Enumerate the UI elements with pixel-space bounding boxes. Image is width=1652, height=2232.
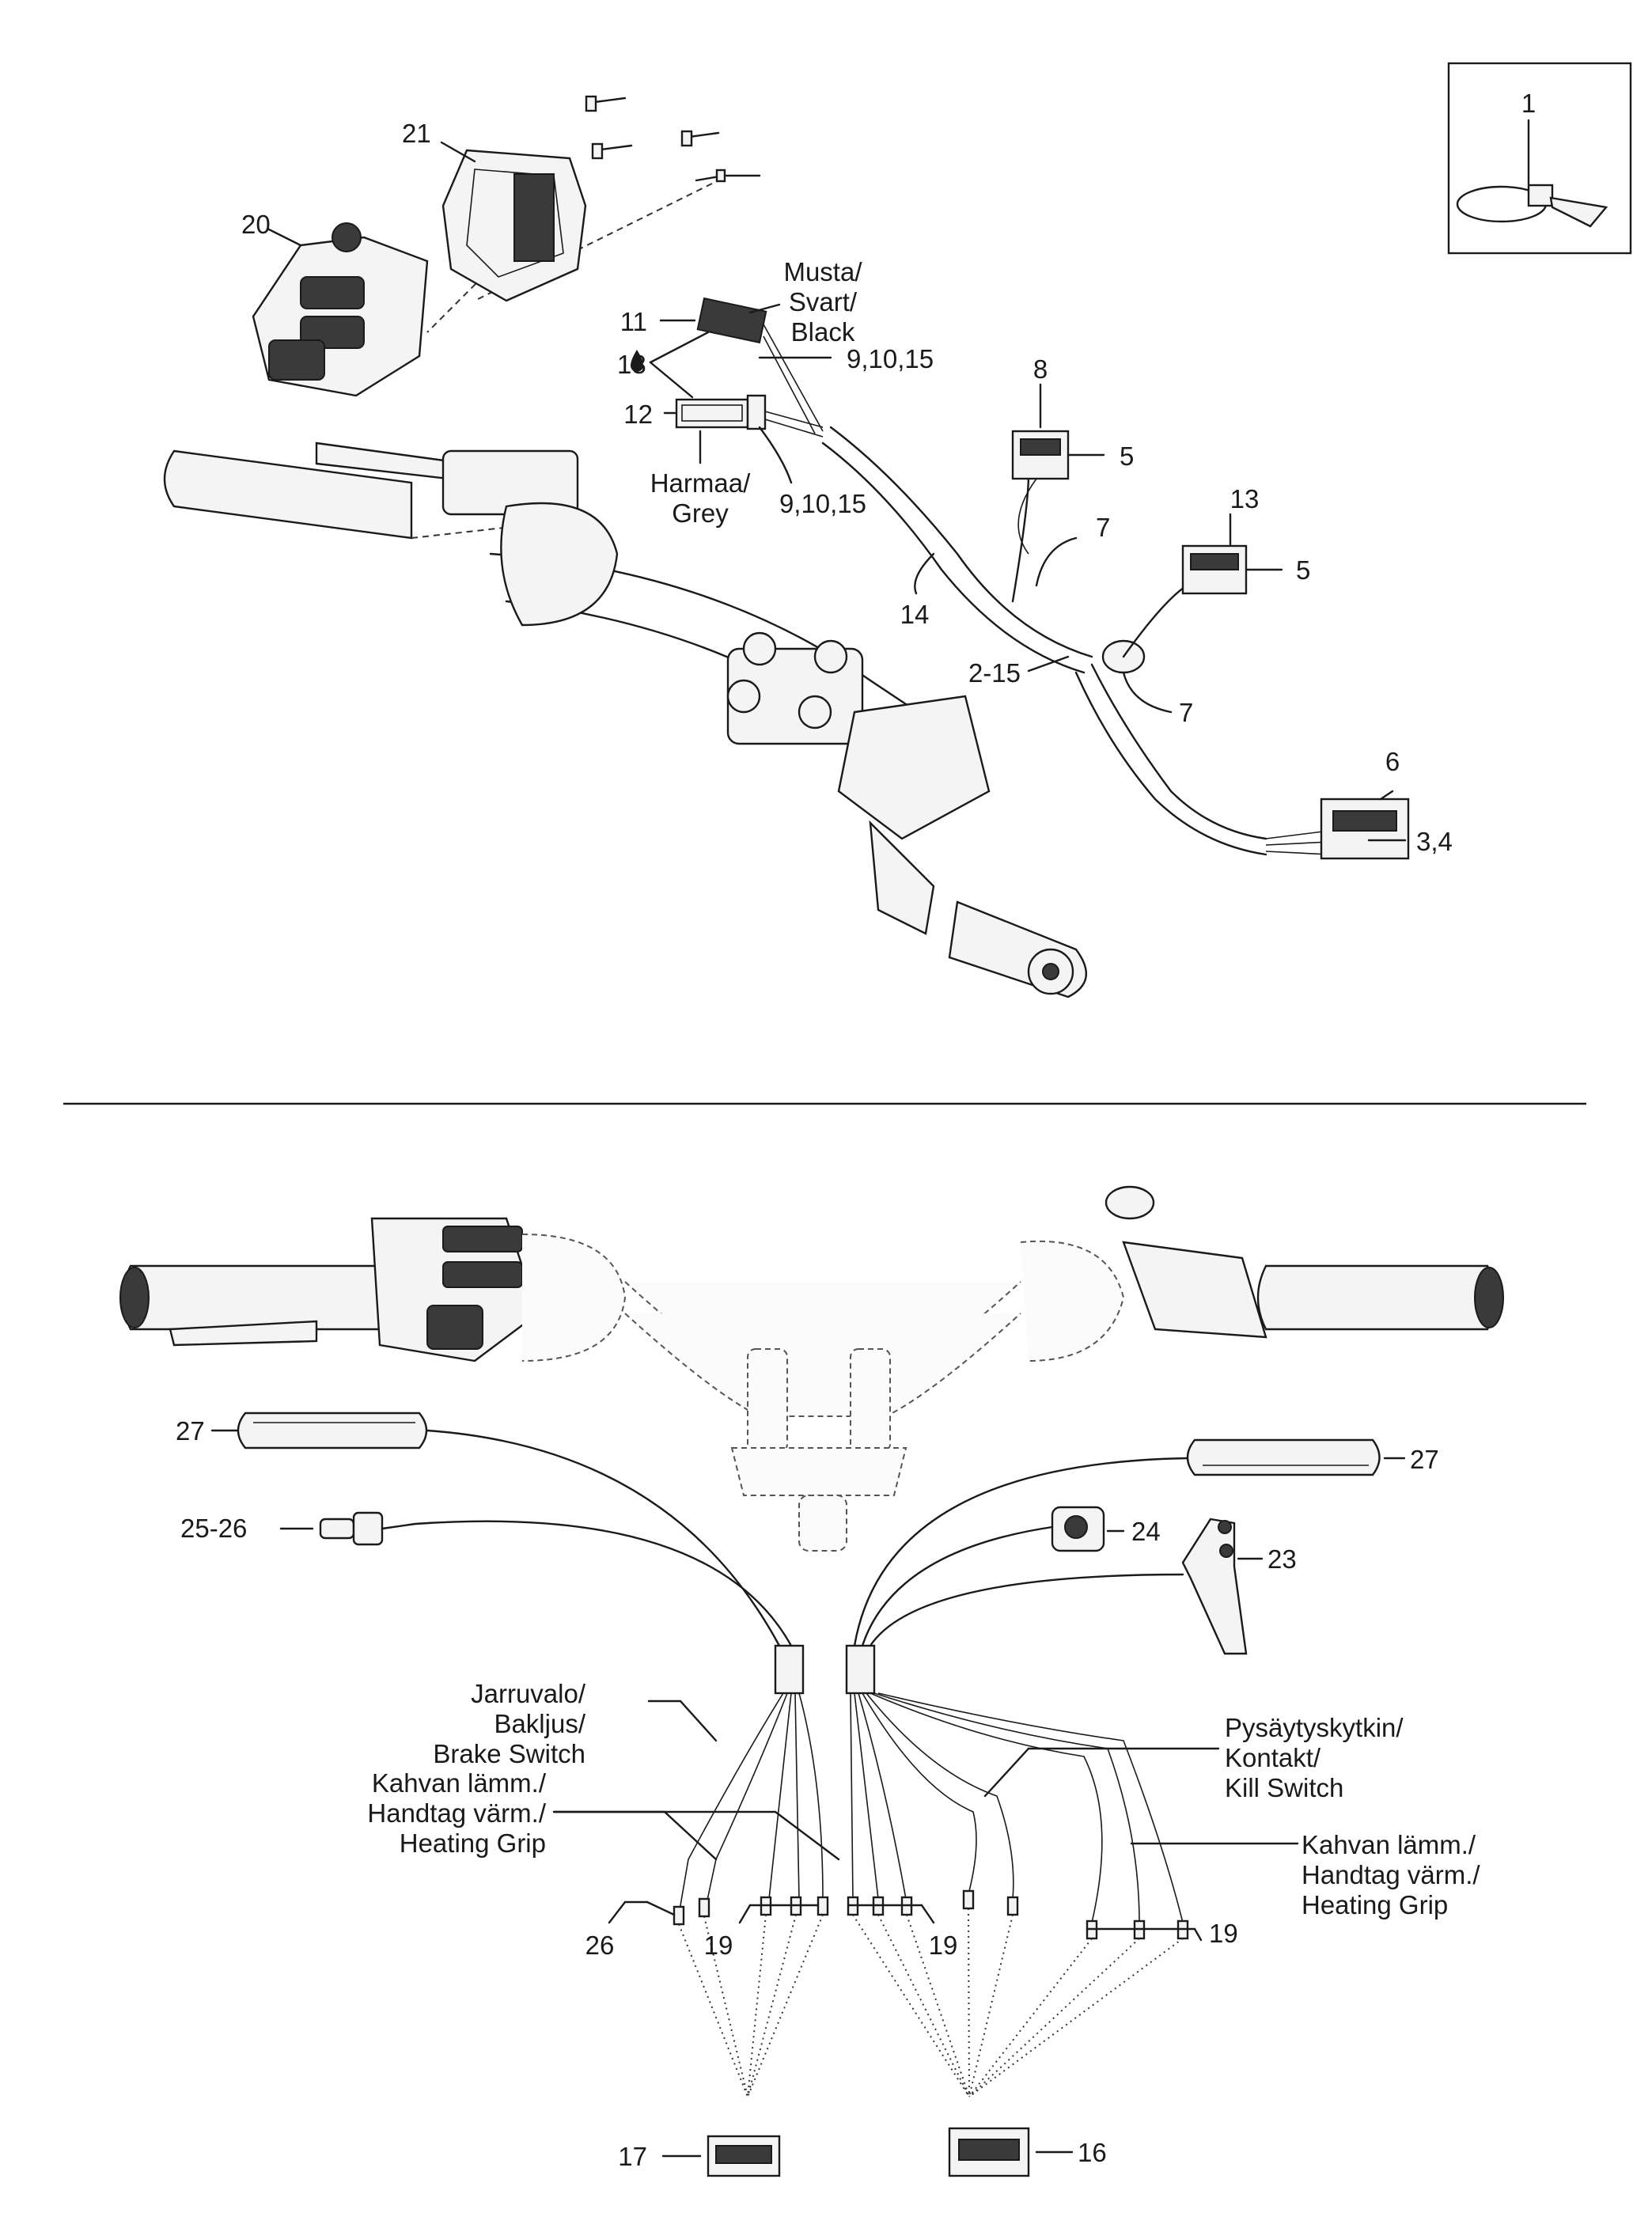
cable-tie-icon: [1456, 184, 1608, 228]
switch-block: [252, 222, 429, 397]
screws: [585, 95, 761, 183]
connector-links: [678, 1908, 1184, 2097]
label-heating-grip-left: Kahvan lämm./ Handtag värm./ Heating Gri…: [367, 1768, 546, 1858]
callout-9-10-15-b: 9,10,15: [779, 489, 866, 518]
connector-16: [948, 2127, 1030, 2177]
svg-text:Bakljus/: Bakljus/: [494, 1709, 585, 1738]
callout-7-b: 7: [1179, 698, 1193, 727]
bottom-view: 27 27 25-26 24 23: [119, 1185, 1504, 2177]
callout-6: 6: [1385, 747, 1400, 776]
callout-27-left: 27: [176, 1416, 205, 1446]
connector-13: [1181, 544, 1248, 595]
top-view: 1 21 20: [163, 62, 1632, 999]
grip-heater-left: [237, 1412, 428, 1449]
svg-text:Jarruvalo/: Jarruvalo/: [471, 1679, 586, 1708]
svg-text:Musta/: Musta/: [783, 257, 862, 286]
svg-text:Handtag värm./: Handtag värm./: [1302, 1860, 1480, 1889]
callout-1: 1: [1521, 89, 1536, 118]
handlebar-clamp: [726, 631, 864, 745]
callout-9-10-15-a: 9,10,15: [847, 344, 934, 373]
callout-2-15: 2-15: [968, 658, 1021, 688]
connector-11-black: [696, 297, 767, 344]
throttle-housing: [837, 695, 1087, 999]
label-black-connector: Musta/ Svart/ Black: [783, 257, 862, 347]
heated-grip-sleeve: [500, 502, 619, 627]
wiring-harness: [821, 426, 1330, 856]
svg-text:Handtag värm./: Handtag värm./: [367, 1798, 546, 1828]
svg-text:Black: Black: [791, 317, 855, 347]
label-grey-connector: Harmaa/ Grey: [650, 468, 751, 528]
callout-16: 16: [1078, 2138, 1107, 2167]
callout-25-26: 25-26: [180, 1514, 247, 1543]
callout-27-right: 27: [1410, 1445, 1439, 1474]
callout-8: 8: [1033, 354, 1048, 384]
cable-tie-kit-box: 1: [1447, 62, 1632, 255]
callout-20: 20: [241, 210, 271, 239]
callout-19-c: 19: [1209, 1919, 1238, 1948]
callout-12: 12: [623, 400, 653, 429]
connector-6: [1320, 798, 1410, 860]
callout-17: 17: [618, 2142, 647, 2171]
brake-switch-23: [1181, 1518, 1248, 1655]
svg-text:Kahvan lämm./: Kahvan lämm./: [372, 1768, 547, 1798]
callout-14: 14: [900, 600, 930, 629]
callout-7-a: 7: [1096, 513, 1110, 542]
grip-heater-right: [1186, 1438, 1381, 1476]
callout-3-4: 3,4: [1416, 827, 1453, 856]
svg-text:Heating Grip: Heating Grip: [1302, 1890, 1448, 1919]
callout-19-b: 19: [929, 1931, 958, 1960]
callout-11: 11: [620, 307, 647, 336]
callout-24: 24: [1131, 1517, 1161, 1546]
svg-text:Svart/: Svart/: [789, 287, 858, 316]
bottom-harness: [414, 1429, 1188, 1923]
handlebar-left-end: [163, 441, 579, 540]
callout-19-a: 19: [704, 1931, 733, 1960]
svg-text:Heating Grip: Heating Grip: [400, 1828, 546, 1858]
svg-text:Harmaa/: Harmaa/: [650, 468, 751, 498]
drop-icon: [631, 350, 643, 372]
svg-text:Pysäytyskytkin/: Pysäytyskytkin/: [1225, 1713, 1404, 1742]
connector-17: [707, 2135, 781, 2177]
sensor-connector-25-26: [319, 1511, 417, 1546]
callout-21: 21: [402, 119, 431, 148]
label-brake-switch: Jarruvalo/ Bakljus/ Brake Switch: [433, 1679, 585, 1768]
callout-26: 26: [585, 1931, 615, 1960]
kill-switch-24: [1051, 1506, 1105, 1552]
switch-housing-cover: [441, 149, 587, 302]
svg-text:Grey: Grey: [672, 498, 729, 528]
connector-12-grey: [675, 394, 767, 430]
svg-text:Kill Switch: Kill Switch: [1225, 1773, 1343, 1802]
callout-5-a: 5: [1120, 441, 1134, 471]
callout-23: 23: [1267, 1544, 1297, 1574]
callout-5-b: 5: [1296, 555, 1310, 585]
callout-13: 13: [1230, 484, 1260, 513]
handlebar-assembly-ghost: [119, 1185, 1504, 1552]
label-heating-grip-right: Kahvan lämm./ Handtag värm./ Heating Gri…: [1302, 1830, 1480, 1919]
label-kill-switch: Pysäytyskytkin/ Kontakt/ Kill Switch: [1225, 1713, 1404, 1802]
svg-text:Brake Switch: Brake Switch: [433, 1739, 585, 1768]
svg-text:Kontakt/: Kontakt/: [1225, 1743, 1321, 1772]
svg-text:Kahvan lämm./: Kahvan lämm./: [1302, 1830, 1476, 1859]
connector-8: [1011, 430, 1070, 480]
